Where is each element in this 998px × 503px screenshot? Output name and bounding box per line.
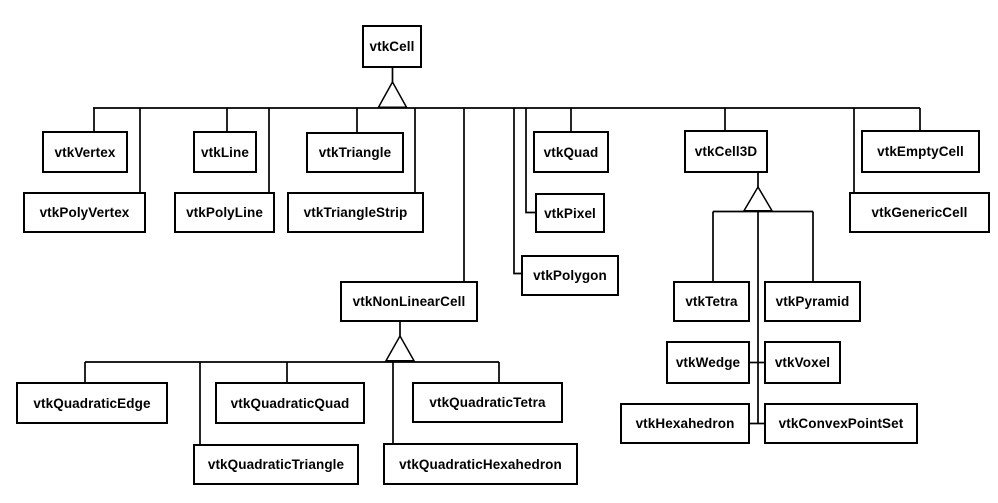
class-node-vtkpolyline: vtkPolyLine bbox=[174, 192, 275, 233]
class-node-vtkquad: vtkQuad bbox=[533, 131, 609, 173]
class-node-vtktetra: vtkTetra bbox=[673, 281, 750, 322]
class-node-vtkhexahedron: vtkHexahedron bbox=[620, 403, 750, 444]
class-node-vtktriangle: vtkTriangle bbox=[306, 132, 404, 173]
connector-drop-polygon-elbow bbox=[513, 108, 521, 275]
class-node-vtkvertex: vtkVertex bbox=[42, 131, 128, 173]
class-node-vtkline: vtkLine bbox=[193, 131, 257, 173]
class-node-vtkconvexpointset: vtkConvexPointSet bbox=[764, 403, 918, 444]
class-node-vtkwedge: vtkWedge bbox=[666, 341, 750, 384]
class-node-vtktrianglestrip: vtkTriangleStrip bbox=[287, 192, 424, 233]
class-node-vtkcell: vtkCell bbox=[362, 25, 422, 68]
class-node-vtkvoxel: vtkVoxel bbox=[764, 341, 841, 384]
class-node-vtkquadratictetra: vtkQuadraticTetra bbox=[412, 382, 563, 423]
class-node-vtkpolyvertex: vtkPolyVertex bbox=[23, 192, 146, 233]
inheritance-arrow-vtkcell bbox=[377, 80, 408, 108]
class-node-vtkquadraticquad: vtkQuadraticQuad bbox=[215, 382, 365, 424]
class-node-vtkquadraticedge: vtkQuadraticEdge bbox=[16, 382, 168, 424]
class-node-vtkgenericcell: vtkGenericCell bbox=[849, 192, 990, 233]
class-node-vtkpixel: vtkPixel bbox=[535, 193, 605, 233]
class-node-vtknonlinearcell: vtkNonLinearCell bbox=[340, 281, 478, 322]
class-node-vtkpolygon: vtkPolygon bbox=[521, 255, 619, 296]
class-node-vtkquadratictriangle: vtkQuadraticTriangle bbox=[193, 444, 359, 485]
class-node-vtkpyramid: vtkPyramid bbox=[764, 281, 861, 322]
class-node-vtkcell3d: vtkCell3D bbox=[684, 130, 768, 173]
inheritance-arrow-vtkcell3d bbox=[742, 185, 774, 212]
class-node-vtkquadratichexahedron: vtkQuadraticHexahedron bbox=[383, 443, 578, 485]
inheritance-arrow-vtknonlinearcell bbox=[384, 334, 416, 362]
class-node-vtkemptycell: vtkEmptyCell bbox=[861, 130, 980, 173]
connector-drop-pixel-elbow bbox=[525, 108, 535, 214]
